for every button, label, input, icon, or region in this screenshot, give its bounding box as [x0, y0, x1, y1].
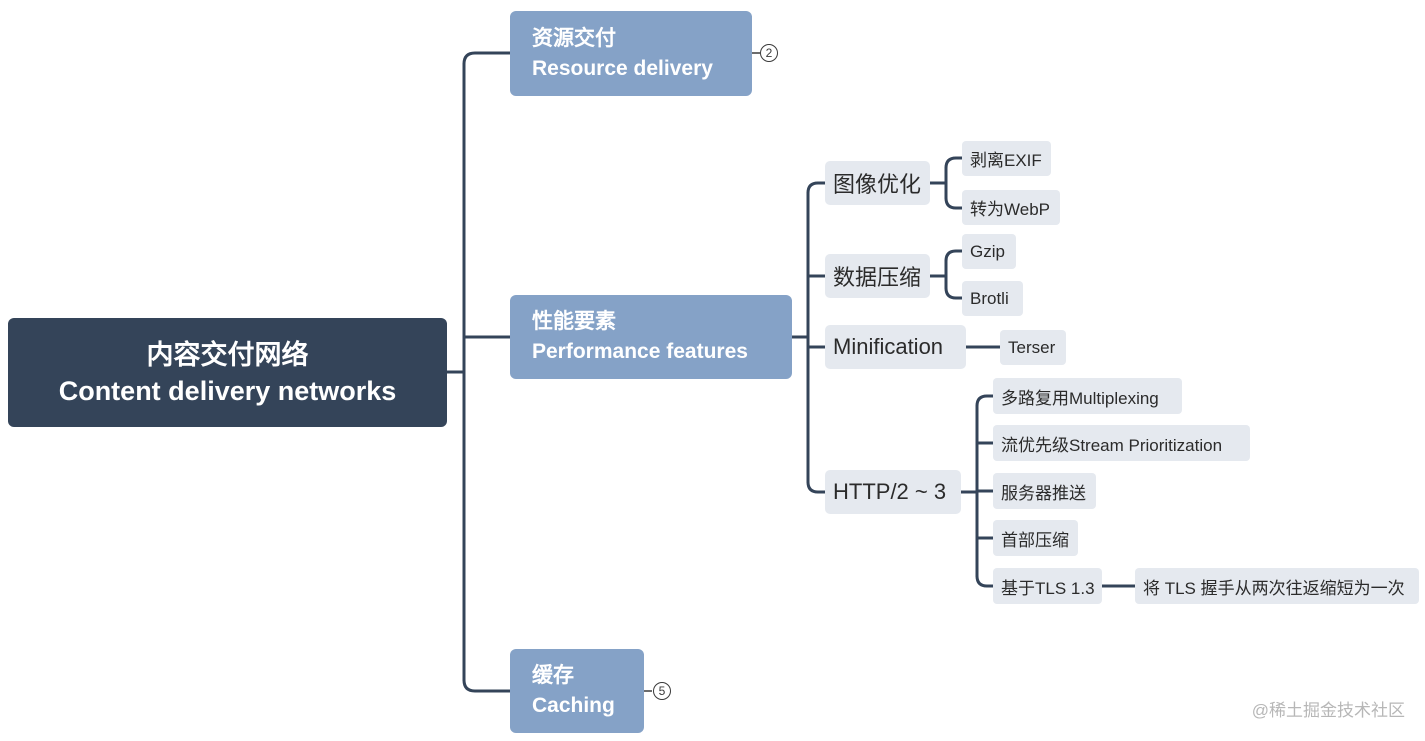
collapsed-count-badge[interactable]: 2	[760, 44, 778, 62]
branch-performance-features[interactable]: 性能要素 Performance features	[510, 295, 792, 379]
topic-http2-3[interactable]: HTTP/2 ~ 3	[825, 470, 961, 514]
collapsed-count-badge[interactable]: 5	[653, 682, 671, 700]
branch-title-zh: 缓存	[532, 664, 574, 687]
leaf-stream-prioritization[interactable]: 流优先级Stream Prioritization	[993, 425, 1250, 461]
leaf-multiplexing[interactable]: 多路复用Multiplexing	[993, 378, 1182, 414]
leaf-tls-handshake-detail[interactable]: 将 TLS 握手从两次往返缩短为一次	[1135, 568, 1419, 604]
root-topic[interactable]: 内容交付网络 Content delivery networks	[8, 318, 447, 427]
branch-title-zh: 资源交付	[532, 26, 616, 50]
leaf-brotli[interactable]: Brotli	[962, 281, 1023, 316]
leaf-server-push[interactable]: 服务器推送	[993, 473, 1096, 509]
root-title-zh: 内容交付网络	[146, 339, 309, 370]
branch-resource-delivery[interactable]: 资源交付 Resource delivery	[510, 11, 752, 96]
leaf-strip-exif[interactable]: 剥离EXIF	[962, 141, 1051, 176]
branch-title-en: Caching	[532, 694, 615, 717]
root-title-en: Content delivery networks	[58, 375, 397, 406]
branch-title-en: Performance features	[532, 340, 748, 363]
watermark: @稀土掘金技术社区	[1251, 701, 1405, 720]
leaf-tls13[interactable]: 基于TLS 1.3	[993, 568, 1102, 604]
topic-data-compression[interactable]: 数据压缩	[825, 254, 930, 298]
branch-title-en: Resource delivery	[532, 56, 713, 80]
topic-image-optimization[interactable]: 图像优化	[825, 161, 930, 205]
topic-minification[interactable]: Minification	[825, 325, 966, 369]
leaf-convert-webp[interactable]: 转为WebP	[962, 190, 1060, 225]
leaf-gzip[interactable]: Gzip	[962, 234, 1016, 269]
branch-title-zh: 性能要素	[532, 310, 616, 333]
leaf-header-compression[interactable]: 首部压缩	[993, 520, 1078, 556]
leaf-terser[interactable]: Terser	[1000, 330, 1066, 365]
branch-caching[interactable]: 缓存 Caching	[510, 649, 644, 733]
